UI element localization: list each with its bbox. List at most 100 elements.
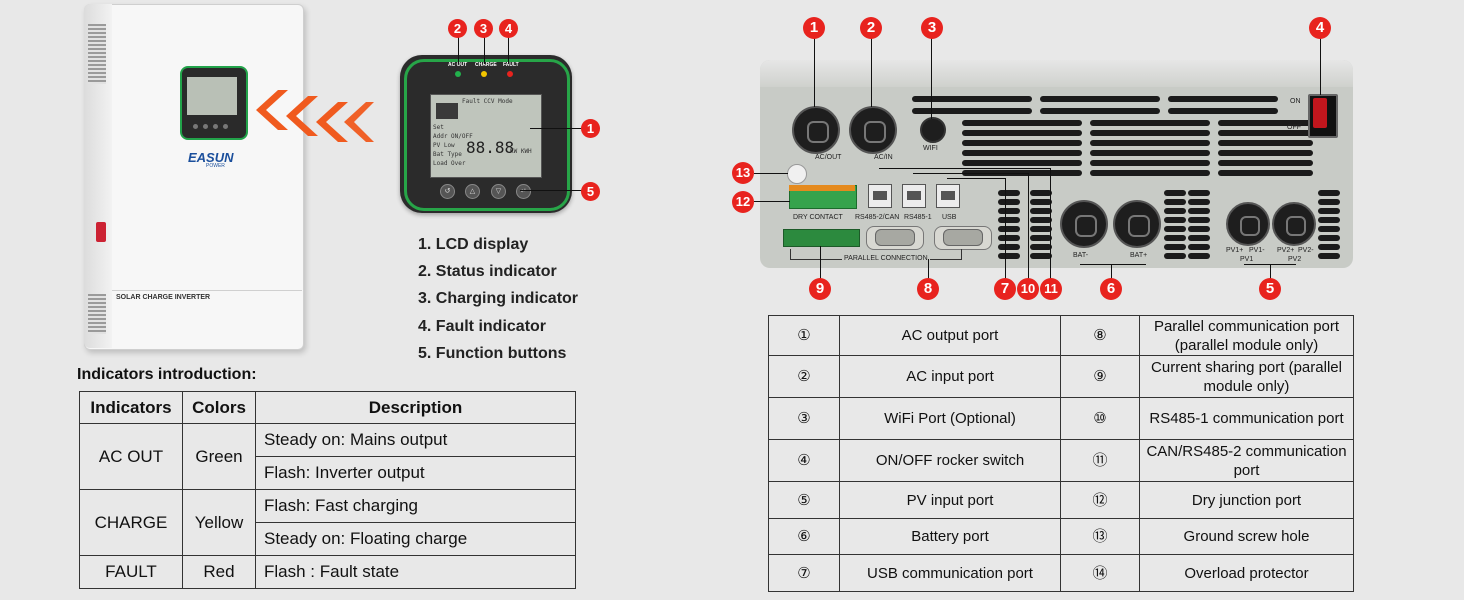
indicator-cell: CHARGE [79,489,183,556]
control-panel-ring [404,59,570,211]
vent-slot [962,130,1082,136]
vent-slot [1030,208,1052,214]
callout-leader [1028,173,1029,279]
callout-6: 6 [1100,278,1122,300]
vent-slot [1188,199,1210,205]
callout-leader [1320,37,1321,95]
lcd-digits: 88.88 [466,138,515,157]
vent-slot [998,217,1020,223]
vent-slot [912,108,1032,114]
description-cell: Steady on: Mains output [255,423,576,457]
vent-slot [1090,120,1210,126]
port-number-cell: ⑧ [1060,315,1140,356]
vent-slot [912,96,1032,102]
table-row: Flash: Inverter output [80,456,576,490]
back-button-icon[interactable]: ↺ [440,184,455,199]
inverter-label: SOLAR CHARGE INVERTER [116,294,211,301]
legend-item: 2. Status indicator [418,263,557,280]
color-cell: Green [182,423,256,490]
vent-slot [1030,235,1052,241]
vent-slot [1318,208,1340,214]
vent-slot [1164,199,1186,205]
vent-slot [998,208,1020,214]
callout-leader [530,128,582,129]
charge-led-icon [481,71,487,77]
port-label: BAT- [1073,252,1089,259]
callout-leader [879,168,1050,169]
vent-slot [1030,190,1052,196]
vent-slot [1030,244,1052,250]
parallel-port-b-inner [943,229,983,246]
indicator-cell: FAULT [79,555,183,589]
lcd-line: PV Low [433,142,455,149]
switch-label: ON [1290,98,1301,105]
vent-slot [962,140,1082,146]
callout-12: 12 [732,191,754,213]
up-button-icon[interactable]: △ [465,184,480,199]
vent-slot [1090,170,1210,176]
port-number-cell: ① [768,315,840,356]
vent-grille-bottom [88,294,106,334]
vent-slot [1318,226,1340,232]
callout-8: 8 [917,278,939,300]
inverter-top-edge [760,60,1353,87]
port-label: WIFI [923,145,938,152]
vent-slot [1218,120,1313,126]
vent-slot [1040,108,1160,114]
callout-5: 5 [581,182,600,201]
port-number-cell: ⑤ [768,481,840,519]
lcd-line: Fault CCV Mode [462,98,513,105]
port-description-cell: Battery port [839,518,1061,555]
callout-leader [754,173,788,174]
port-description-cell: CAN/RS485-2 communication port [1139,439,1354,482]
port-number-cell: ⑨ [1060,355,1140,398]
pv2-connector-icon [1272,202,1316,246]
vent-slot [1218,130,1313,136]
vent-slot [998,244,1020,250]
port-number-cell: ⑪ [1060,439,1140,482]
column-header: Description [255,391,576,424]
down-button-icon[interactable]: ▽ [491,184,506,199]
callout-4: 4 [499,19,518,38]
vent-slot [1090,160,1210,166]
table-row: Steady on: Floating charge [80,522,576,556]
port-number-cell: ⑭ [1060,554,1140,592]
callout-leader [1080,264,1146,265]
vent-slot [1164,226,1186,232]
callout-leader [754,201,790,202]
port-number-cell: ⑫ [1060,481,1140,519]
pv1-connector-icon [1226,202,1270,246]
vent-slot [1168,96,1278,102]
callout-1: 1 [803,17,825,39]
brand-logo: EASUN [188,150,234,165]
lcd-line: Load Over [433,160,466,167]
callout-2: 2 [448,19,467,38]
thumb-button-icon [203,124,208,129]
fault-led-icon [507,71,513,77]
rocker-switch-paddle [1313,98,1327,128]
port-description-cell: AC input port [839,355,1061,398]
vent-slot [1090,150,1210,156]
port-description-cell: WiFi Port (Optional) [839,397,1061,440]
port-description-cell: Current sharing port (parallel module on… [1139,355,1354,398]
port-number-cell: ⑩ [1060,397,1140,440]
vent-slot [962,160,1082,166]
legend-item: 3. Charging indicator [418,290,579,307]
vent-slot [1164,190,1186,196]
vent-slot [998,226,1020,232]
callout-1: 1 [581,119,600,138]
callout-2: 2 [860,17,882,39]
enter-button-icon[interactable]: ↵ [516,184,531,199]
breaker-handle [96,222,106,242]
callout-leader [931,37,932,119]
callout-4: 4 [1309,17,1331,39]
vent-slot [1318,235,1340,241]
port-description-cell: ON/OFF rocker switch [839,439,1061,482]
table-row: CHARGE Yellow Flash: Fast charging [79,489,576,556]
port-number-cell: ② [768,355,840,398]
vent-slot [998,253,1020,259]
port-label: PV2 [1288,256,1302,263]
